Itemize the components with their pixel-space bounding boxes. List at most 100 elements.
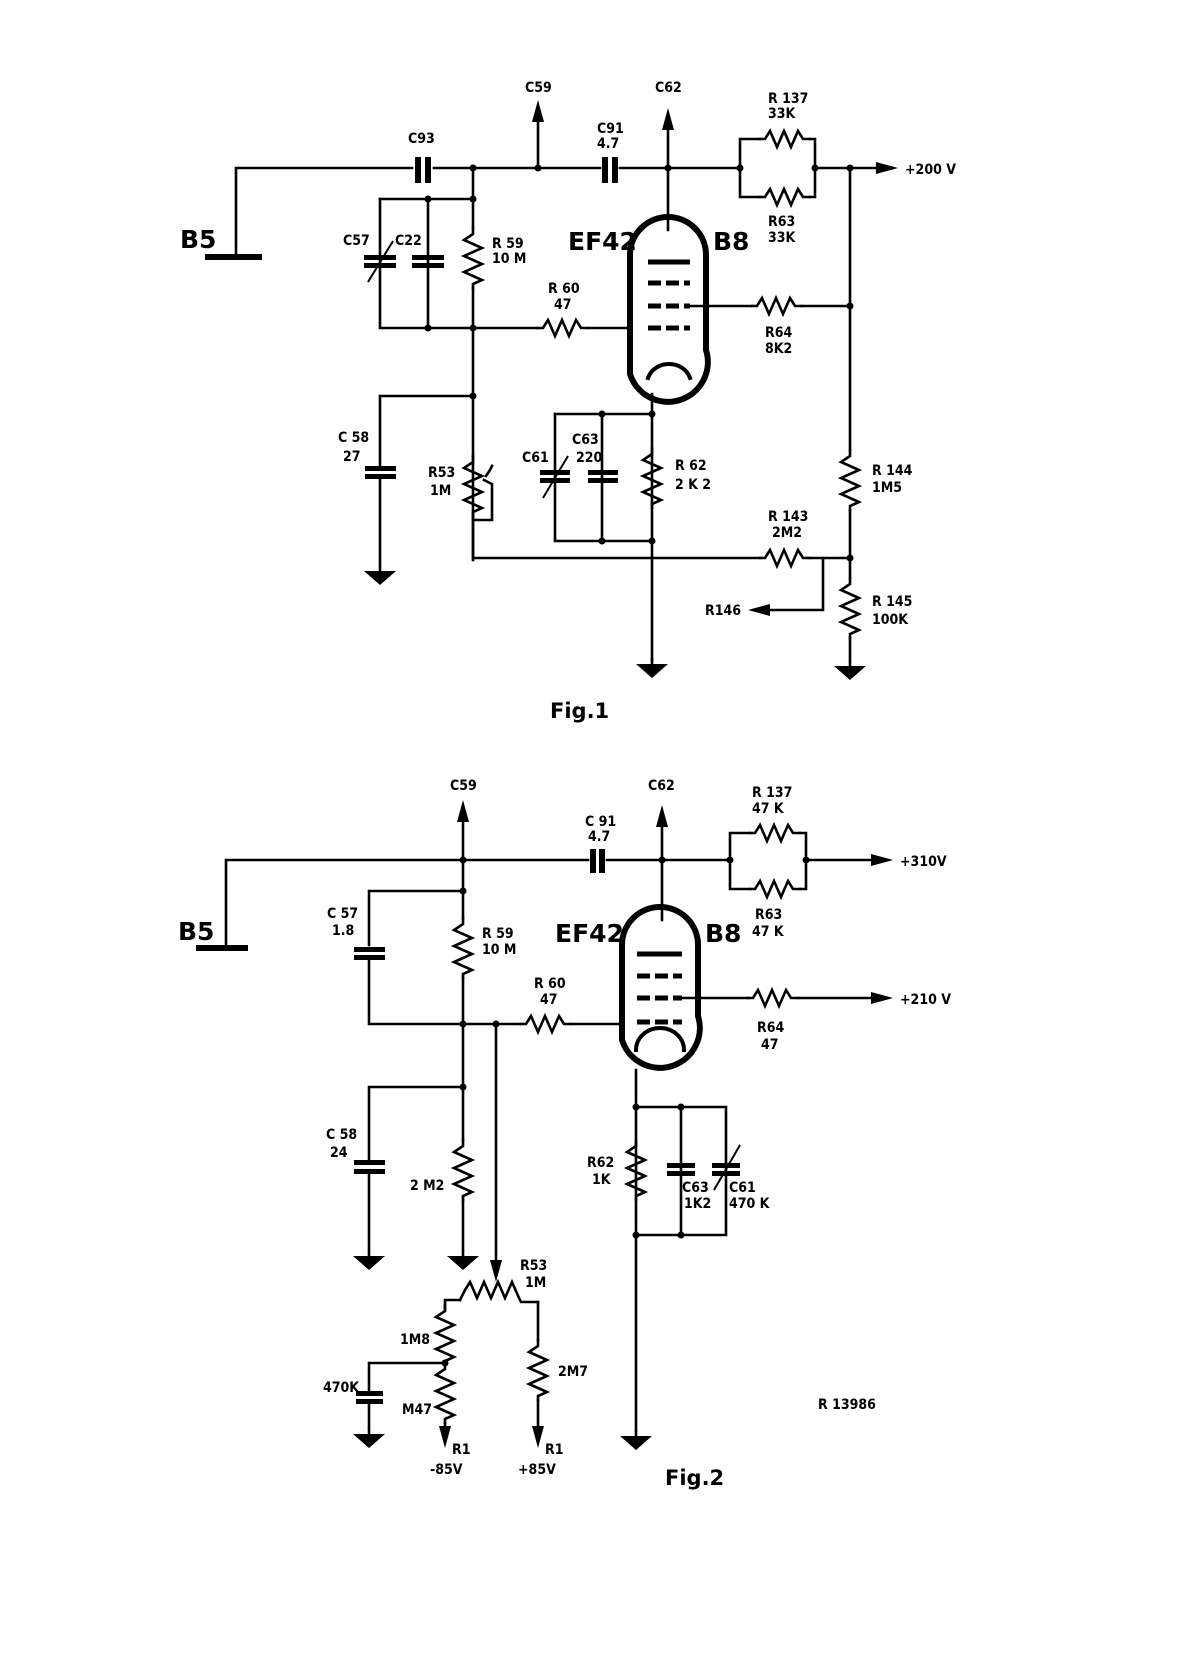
arrow-left-icon [748,604,770,616]
label-r137-value: 47 K [752,801,785,817]
wiper-arrow-icon [490,1260,502,1282]
label-r145-value: 100K [872,612,909,628]
label-c59: C59 [450,778,477,794]
arrow-up-icon [662,108,674,130]
label-c62: C62 [648,778,675,794]
figure-1: B5 C93 C59 C91 4.7 C62 [180,80,956,723]
label-c58-value: 24 [330,1145,348,1161]
label-r64-ref: R64 [757,1020,784,1036]
ground-icon [618,1428,654,1452]
label-r59-value: 10 M [492,251,526,267]
label-r144-value: 1M5 [872,480,902,496]
arrow-right-icon [871,992,893,1004]
label-r53-ref: R53 [520,1258,547,1274]
capacitor-c22 [412,255,444,268]
capacitor-c58 [365,466,396,479]
ground-icon [832,658,868,682]
label-b5: B5 [180,225,216,254]
label-r62-ref: R62 [587,1155,614,1171]
arrow-down-icon [439,1426,451,1448]
caption-fig2: Fig.2 [665,1466,724,1490]
label-grid-resistor: 2 M2 [410,1178,444,1194]
label-supply-310v: +310V [900,854,947,870]
label-r143-value: 2M2 [772,525,802,541]
label-m47: M47 [402,1402,432,1418]
arrow-up-icon [656,805,668,827]
label-r53-value: 1M [430,483,451,499]
label-c63-ref: C63 [682,1180,709,1196]
vacuum-tube-ef42 [619,904,703,1071]
capacitor-c58 [354,1160,385,1174]
resistor-r59 [452,916,474,980]
resistor-1m8 [434,1303,456,1367]
label-c62: C62 [655,80,682,96]
label-tube-ref: B8 [705,919,741,948]
label-c91-ref: C 91 [585,814,616,830]
label-c61-ref: C61 [729,1180,756,1196]
label-r64-value: 8K2 [765,341,792,357]
label-c63-ref: C63 [572,432,599,448]
label-r63-value: 33K [768,230,797,246]
label-c91-value: 4.7 [597,136,619,152]
label-r63-ref: R63 [755,907,782,923]
variable-capacitor-c57 [364,240,396,283]
ground-icon [445,1248,481,1272]
label-c61: C61 [522,450,549,466]
arrow-down-icon [532,1426,544,1448]
label-c63-value: 1K2 [684,1196,711,1212]
vacuum-tube-ef42 [627,214,711,405]
label-r63-ref: R63 [768,214,795,230]
label-r62-value: 1K [592,1172,612,1188]
label-neg-rail-value: -85V [430,1462,463,1478]
resistor-r143 [758,548,812,568]
label-neg-rail-ref: R1 [452,1442,470,1458]
label-c58-value: 27 [343,449,361,465]
resistor-r59 [462,226,484,290]
label-r62-ref: R 62 [675,458,707,474]
capacitor-c91 [590,849,605,873]
label-pos-rail-ref: R1 [545,1442,563,1458]
ground-icon [362,563,398,587]
label-c91-ref: C91 [597,121,624,137]
label-1m8: 1M8 [400,1332,430,1348]
ground-icon [634,656,670,680]
resistor-r60 [536,318,590,338]
label-r64-value: 47 [761,1037,779,1053]
label-2m7: 2M7 [558,1364,588,1380]
label-c61-value: 470 K [729,1196,771,1212]
label-supply-210v: +210 V [900,992,951,1008]
variable-capacitor-c61 [712,1144,741,1191]
arrow-up-icon [532,100,544,122]
ground-icon [351,1426,387,1450]
label-r146: R146 [705,603,741,619]
label-c59: C59 [525,80,552,96]
label-r143-ref: R 143 [768,509,808,525]
label-r59-value: 10 M [482,942,516,958]
resistor-r60 [519,1014,573,1034]
label-c57-value: 1.8 [332,923,354,939]
label-pos-rail-value: +85V [518,1462,556,1478]
label-tube-type: EF42 [555,919,624,948]
resistor-r63 [748,879,802,899]
arrow-right-icon [876,162,898,174]
label-r59-ref: R 59 [482,926,514,942]
capacitor-c63 [588,470,618,483]
ground-icon [351,1248,387,1272]
label-b5: B5 [178,917,214,946]
label-r137-ref: R 137 [768,91,808,107]
label-r53-ref: R53 [428,465,455,481]
label-r137-ref: R 137 [752,785,792,801]
label-tube-ref: B8 [713,227,749,256]
drawing-number: R 13986 [818,1397,876,1413]
resistor-r64 [746,988,800,1008]
capacitor-c91 [602,157,618,183]
label-r60-value: 47 [554,297,572,313]
label-tube-type: EF42 [568,227,637,256]
label-c22: C22 [395,233,422,249]
capacitor-c93 [415,157,431,183]
resistor-r144 [839,448,861,512]
arrow-up-icon [457,800,469,822]
potentiometer-r53 [462,454,494,522]
capacitor-470k [356,1391,383,1404]
